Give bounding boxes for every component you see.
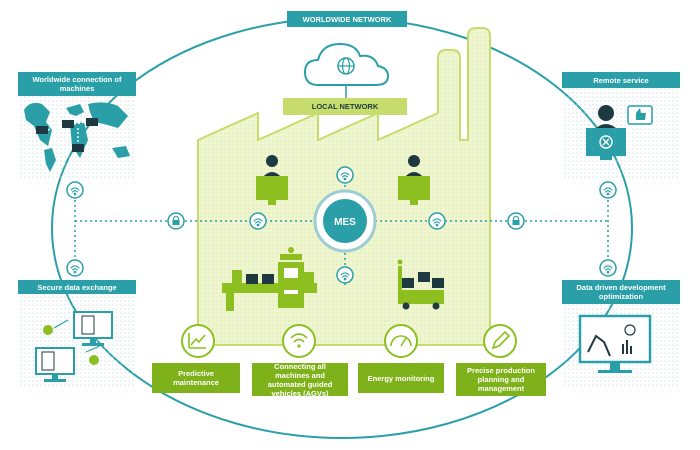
mes-hub: MES	[313, 189, 377, 253]
wifi-node-right-top	[599, 181, 617, 199]
factory-building	[197, 27, 491, 346]
remote-service-label: Remote service	[562, 72, 680, 88]
computer-icon	[35, 347, 75, 382]
wifi-icon	[340, 172, 350, 181]
wifi-icon	[70, 265, 80, 274]
secure-data-exchange-label: Secure data exchange	[18, 280, 136, 294]
wifi-node-left-top	[66, 181, 84, 199]
worldwide-network-label: WORLDWIDE NETWORK	[287, 11, 407, 27]
feature-predictive-maintenance: Predictive maintenance	[152, 363, 240, 393]
analytics-monitor-icon	[578, 314, 652, 373]
feature-connecting-machines: Connecting all machines and automated gu…	[252, 362, 348, 398]
wifi-icon	[603, 265, 613, 274]
wifi-node-inner-right	[428, 212, 446, 230]
lock-icon	[43, 325, 99, 365]
wifi-icon	[432, 218, 442, 227]
lock-icon	[507, 212, 525, 230]
computer-icon	[73, 311, 113, 346]
worldwide-connection-label: Worldwide connection of machines	[18, 72, 136, 96]
agv-vehicle	[397, 259, 444, 310]
wifi-node-mes-bottom	[336, 266, 354, 284]
wifi-node-right-bottom	[599, 259, 617, 277]
remote-operator-icon	[586, 105, 626, 160]
gauge-icon	[384, 324, 418, 358]
wifi-icon	[282, 324, 316, 358]
chart-trend-icon	[181, 324, 215, 358]
thumbs-up-icon	[627, 105, 653, 125]
wifi-icon	[603, 187, 613, 196]
wifi-node-mes-top	[336, 166, 354, 184]
cloud-icon	[303, 42, 390, 86]
production-machine	[222, 247, 317, 311]
wifi-icon	[253, 218, 263, 227]
operator-right	[398, 155, 430, 205]
pencil-icon	[483, 324, 517, 358]
mes-label: MES	[334, 217, 356, 228]
wifi-node-left-bottom	[66, 259, 84, 277]
wifi-icon	[70, 187, 80, 196]
factory-icon	[36, 118, 98, 152]
wifi-node-inner-left	[249, 212, 267, 230]
wifi-icon	[340, 272, 350, 281]
feature-energy-monitoring: Energy monitoring	[358, 363, 444, 393]
feature-production-planning: Precise production planning and manageme…	[456, 363, 546, 396]
operator-left	[256, 155, 288, 205]
data-driven-label: Data driven development optimization	[562, 280, 680, 304]
local-network-label: LOCAL NETWORK	[283, 98, 407, 115]
panel-remote-service	[562, 70, 680, 180]
lock-icon	[167, 212, 185, 230]
